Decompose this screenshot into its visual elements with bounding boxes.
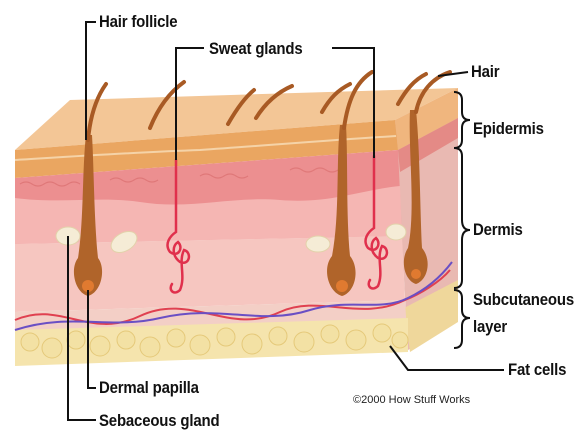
label-layer: layer — [473, 318, 507, 335]
label-fat-cells: Fat cells — [508, 361, 566, 378]
label-dermal-papilla: Dermal papilla — [99, 379, 199, 396]
label-epidermis: Epidermis — [473, 120, 544, 137]
label-sebaceous-gland: Sebaceous gland — [99, 412, 219, 429]
label-sweat-glands: Sweat glands — [209, 40, 303, 57]
label-dermis: Dermis — [473, 221, 523, 238]
label-hair: Hair — [471, 63, 499, 80]
copyright-notice: ©2000 How Stuff Works — [353, 395, 470, 406]
label-subcutaneous: Subcutaneous — [473, 291, 574, 308]
label-hair-follicle: Hair follicle — [99, 13, 177, 30]
